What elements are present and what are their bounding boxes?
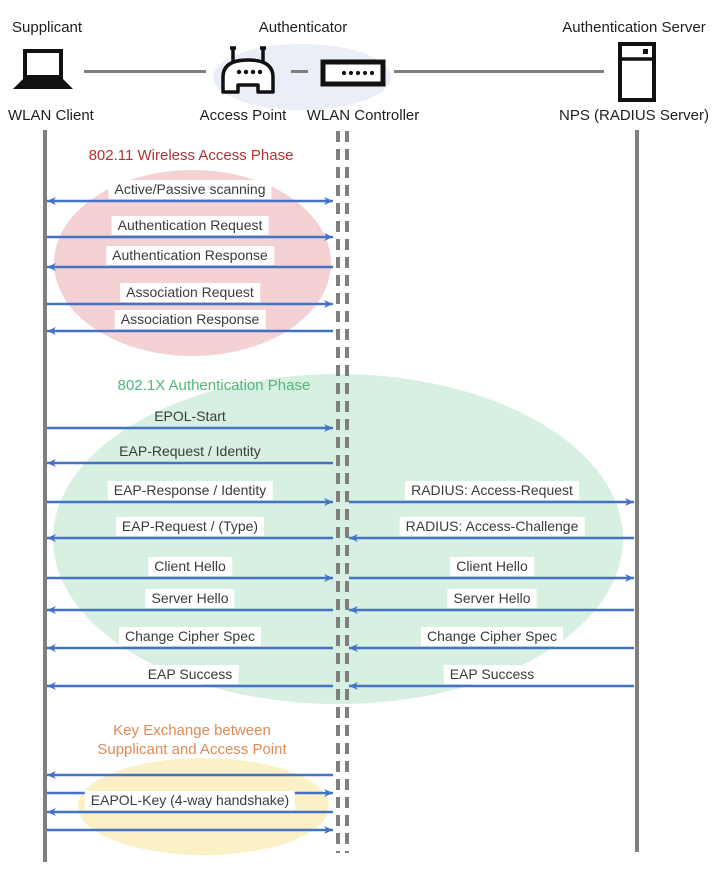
message-label: EAPOL-Key (4-way handshake): [84, 791, 296, 810]
phase2-title: 802.1X Authentication Phase: [117, 377, 311, 394]
nps-radius-label: NPS (RADIUS Server): [558, 107, 710, 124]
auth-server-lifeline: [635, 130, 639, 852]
wlan-controller-icon: [320, 59, 386, 87]
authenticator-role-label: Authenticator: [258, 19, 348, 36]
message-label: EAP Success: [141, 665, 239, 684]
access-point-label: Access Point: [199, 107, 287, 124]
supplicant-lifeline: [43, 130, 47, 862]
server-icon: [618, 42, 656, 102]
message-label: Association Request: [120, 283, 260, 302]
supplicant-role-label: Supplicant: [12, 19, 83, 36]
message-label: RADIUS: Access-Challenge: [399, 517, 585, 536]
auth-server-role-label: Authentication Server: [562, 19, 706, 36]
message-label: Authentication Request: [111, 216, 269, 235]
phase1-title: 802.11 Wireless Access Phase: [88, 147, 294, 164]
message-label: EAP Success: [443, 665, 541, 684]
message-label: Client Hello: [450, 557, 534, 576]
wlan-controller-label: WLAN Controller: [306, 107, 420, 124]
message-label: Active/Passive scanning: [108, 180, 272, 199]
message-label: EAP-Request / Identity: [119, 443, 261, 459]
message-label: Change Cipher Spec: [421, 627, 563, 646]
message-label: Client Hello: [148, 557, 232, 576]
message-label: Server Hello: [447, 589, 537, 608]
message-label: Authentication Response: [106, 246, 274, 265]
message-label: Association Response: [114, 310, 266, 329]
message-label: EAP-Response / Identity: [107, 481, 273, 500]
phase3-title: Key Exchange between Supplicant and Acce…: [97, 722, 287, 758]
message-label: Change Cipher Spec: [119, 627, 261, 646]
link-controller-server: [394, 70, 604, 73]
access-point-icon: [221, 46, 275, 94]
link-ap-controller: [291, 70, 308, 73]
authenticator-lifeline-2: [345, 131, 349, 853]
message-label: EAP-Request / (Type): [115, 517, 265, 536]
message-label: Server Hello: [145, 589, 235, 608]
wlan-client-label: WLAN Client: [8, 107, 94, 124]
authenticator-lifeline-1: [336, 131, 340, 853]
message-label: EPOL-Start: [154, 408, 226, 424]
laptop-icon: [13, 49, 73, 89]
link-client-ap: [84, 70, 206, 73]
message-label: RADIUS: Access-Request: [405, 481, 579, 500]
